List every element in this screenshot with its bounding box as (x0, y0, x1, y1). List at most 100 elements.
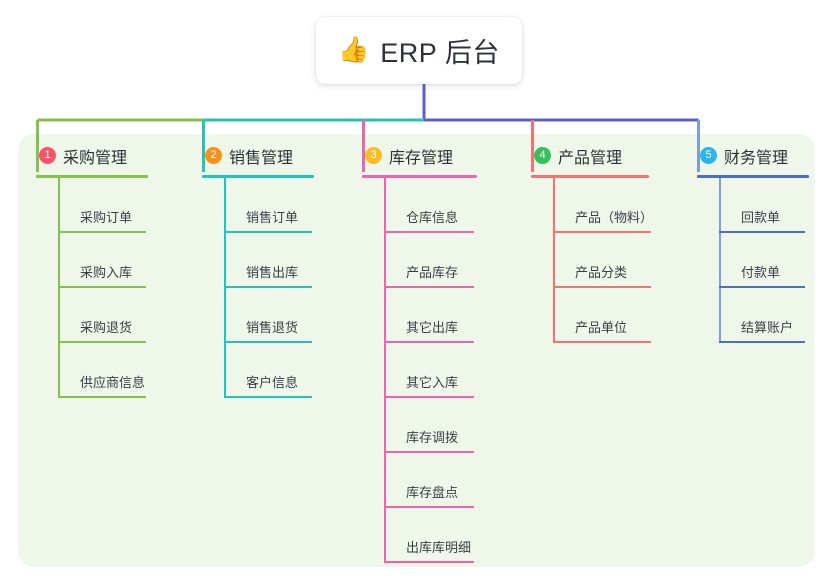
branch-title-3: 库存管理 (389, 149, 454, 167)
list-item[interactable]: 回款单 (719, 178, 815, 233)
list-item[interactable]: 客户信息 (224, 343, 327, 398)
branch-items-4: 产品（物料） 产品分类产品单位 (531, 178, 666, 343)
branch-column-2: 2 销售管理销售订单销售出库销售退货客户信息 (202, 143, 327, 398)
thumbs-up-icon: 👍 (338, 36, 370, 64)
list-item-label: 库存调拨 (406, 430, 459, 445)
list-item[interactable]: 付款单 (719, 233, 815, 288)
item-connector-stem (384, 453, 386, 508)
branch-header-3[interactable]: 3 库存管理 (362, 143, 487, 168)
list-item-label: 产品分类 (575, 265, 628, 280)
list-item[interactable]: 产品单位 (553, 288, 666, 343)
list-item-underline (224, 341, 312, 343)
branch-items-2: 销售订单销售出库销售退货客户信息 (202, 178, 327, 398)
list-item-underline (384, 341, 474, 343)
diagram-panel-background (18, 134, 815, 567)
list-item[interactable]: 销售出库 (224, 233, 327, 288)
list-item-underline (384, 396, 474, 398)
list-item-label: 库存盘点 (406, 485, 459, 500)
list-item[interactable]: 销售退货 (224, 288, 327, 343)
item-connector-stem (719, 288, 721, 343)
branch-underline-2 (202, 175, 314, 178)
branch-badge-2: 2 (205, 147, 222, 164)
root-node-card[interactable]: 👍 ERP 后台 (316, 17, 522, 84)
list-item[interactable]: 采购入库 (58, 233, 161, 288)
list-item[interactable]: 采购订单 (58, 178, 161, 233)
branch-title-1: 采购管理 (63, 149, 128, 167)
branch-column-1: 1 采购管理采购订单采购入库采购退货供应商信息 (36, 143, 161, 398)
list-item[interactable]: 出库库明细 (384, 508, 487, 563)
branch-underline-5 (697, 175, 809, 178)
item-connector-stem (384, 508, 386, 563)
item-connector-stem (553, 288, 555, 343)
branch-header-2[interactable]: 2 销售管理 (202, 143, 327, 168)
branch-underline-1 (36, 175, 148, 178)
branch-header-5[interactable]: 5 财务管理 (697, 143, 815, 168)
list-item-label: 产品（物料） (575, 210, 654, 225)
list-item-label: 销售退货 (246, 320, 299, 335)
branch-items-5: 回款单付款单结算账户 (697, 178, 815, 343)
list-item[interactable]: 其它出库 (384, 288, 487, 343)
list-item-underline (384, 286, 474, 288)
list-item[interactable]: 采购退货 (58, 288, 161, 343)
list-item-label: 采购订单 (80, 210, 133, 225)
list-item-label: 销售订单 (246, 210, 299, 225)
list-item-label: 采购退货 (80, 320, 133, 335)
item-connector-stem (58, 178, 60, 233)
item-connector-stem (553, 178, 555, 233)
list-item[interactable]: 结算账户 (719, 288, 815, 343)
list-item[interactable]: 销售订单 (224, 178, 327, 233)
list-item[interactable]: 供应商信息 (58, 343, 161, 398)
item-connector-stem (58, 343, 60, 398)
list-item-underline (224, 231, 312, 233)
branch-underline-3 (362, 175, 477, 178)
list-item-label: 其它出库 (406, 320, 459, 335)
list-item[interactable]: 产品库存 (384, 233, 487, 288)
list-item-underline (58, 396, 146, 398)
item-connector-stem (384, 398, 386, 453)
list-item-label: 产品库存 (406, 265, 459, 280)
list-item[interactable]: 仓库信息 (384, 178, 487, 233)
list-item[interactable]: 库存盘点 (384, 453, 487, 508)
item-connector-stem (384, 178, 386, 233)
list-item-underline (553, 286, 651, 288)
item-connector-stem (384, 343, 386, 398)
branch-badge-3: 3 (365, 147, 382, 164)
item-connector-stem (719, 178, 721, 233)
branch-badge-4: 4 (534, 147, 551, 164)
list-item-underline (58, 231, 146, 233)
list-item-underline (224, 396, 312, 398)
list-item[interactable]: 库存调拨 (384, 398, 487, 453)
branch-title-4: 产品管理 (558, 149, 623, 167)
list-item[interactable]: 其它入库 (384, 343, 487, 398)
branch-badge-1: 1 (39, 147, 56, 164)
list-item-underline (719, 231, 805, 233)
item-connector-stem (58, 233, 60, 288)
branch-column-3: 3 库存管理仓库信息产品库存其它出库其它入库库存调拨库存盘点出库库明细 (362, 143, 487, 563)
list-item-underline (224, 286, 312, 288)
branch-title-2: 销售管理 (229, 149, 294, 167)
branch-title-5: 财务管理 (724, 149, 789, 167)
list-item-label: 付款单 (741, 265, 781, 280)
item-connector-stem (58, 288, 60, 343)
item-connector-stem (384, 233, 386, 288)
list-item-label: 出库库明细 (406, 540, 472, 555)
item-connector-stem (224, 233, 226, 288)
list-item-underline (384, 231, 474, 233)
branch-header-1[interactable]: 1 采购管理 (36, 143, 161, 168)
branch-items-3: 仓库信息产品库存其它出库其它入库库存调拨库存盘点出库库明细 (362, 178, 487, 563)
branch-header-4[interactable]: 4 产品管理 (531, 143, 666, 168)
list-item[interactable]: 产品（物料） (553, 178, 666, 233)
list-item-underline (58, 341, 146, 343)
branch-underline-4 (531, 175, 649, 178)
branch-badge-5: 5 (700, 147, 717, 164)
list-item[interactable]: 产品分类 (553, 233, 666, 288)
item-connector-stem (224, 288, 226, 343)
list-item-label: 仓库信息 (406, 210, 459, 225)
list-item-label: 回款单 (741, 210, 781, 225)
branch-items-1: 采购订单采购入库采购退货供应商信息 (36, 178, 161, 398)
list-item-label: 供应商信息 (80, 375, 146, 390)
item-connector-stem (224, 178, 226, 233)
list-item-label: 销售出库 (246, 265, 299, 280)
